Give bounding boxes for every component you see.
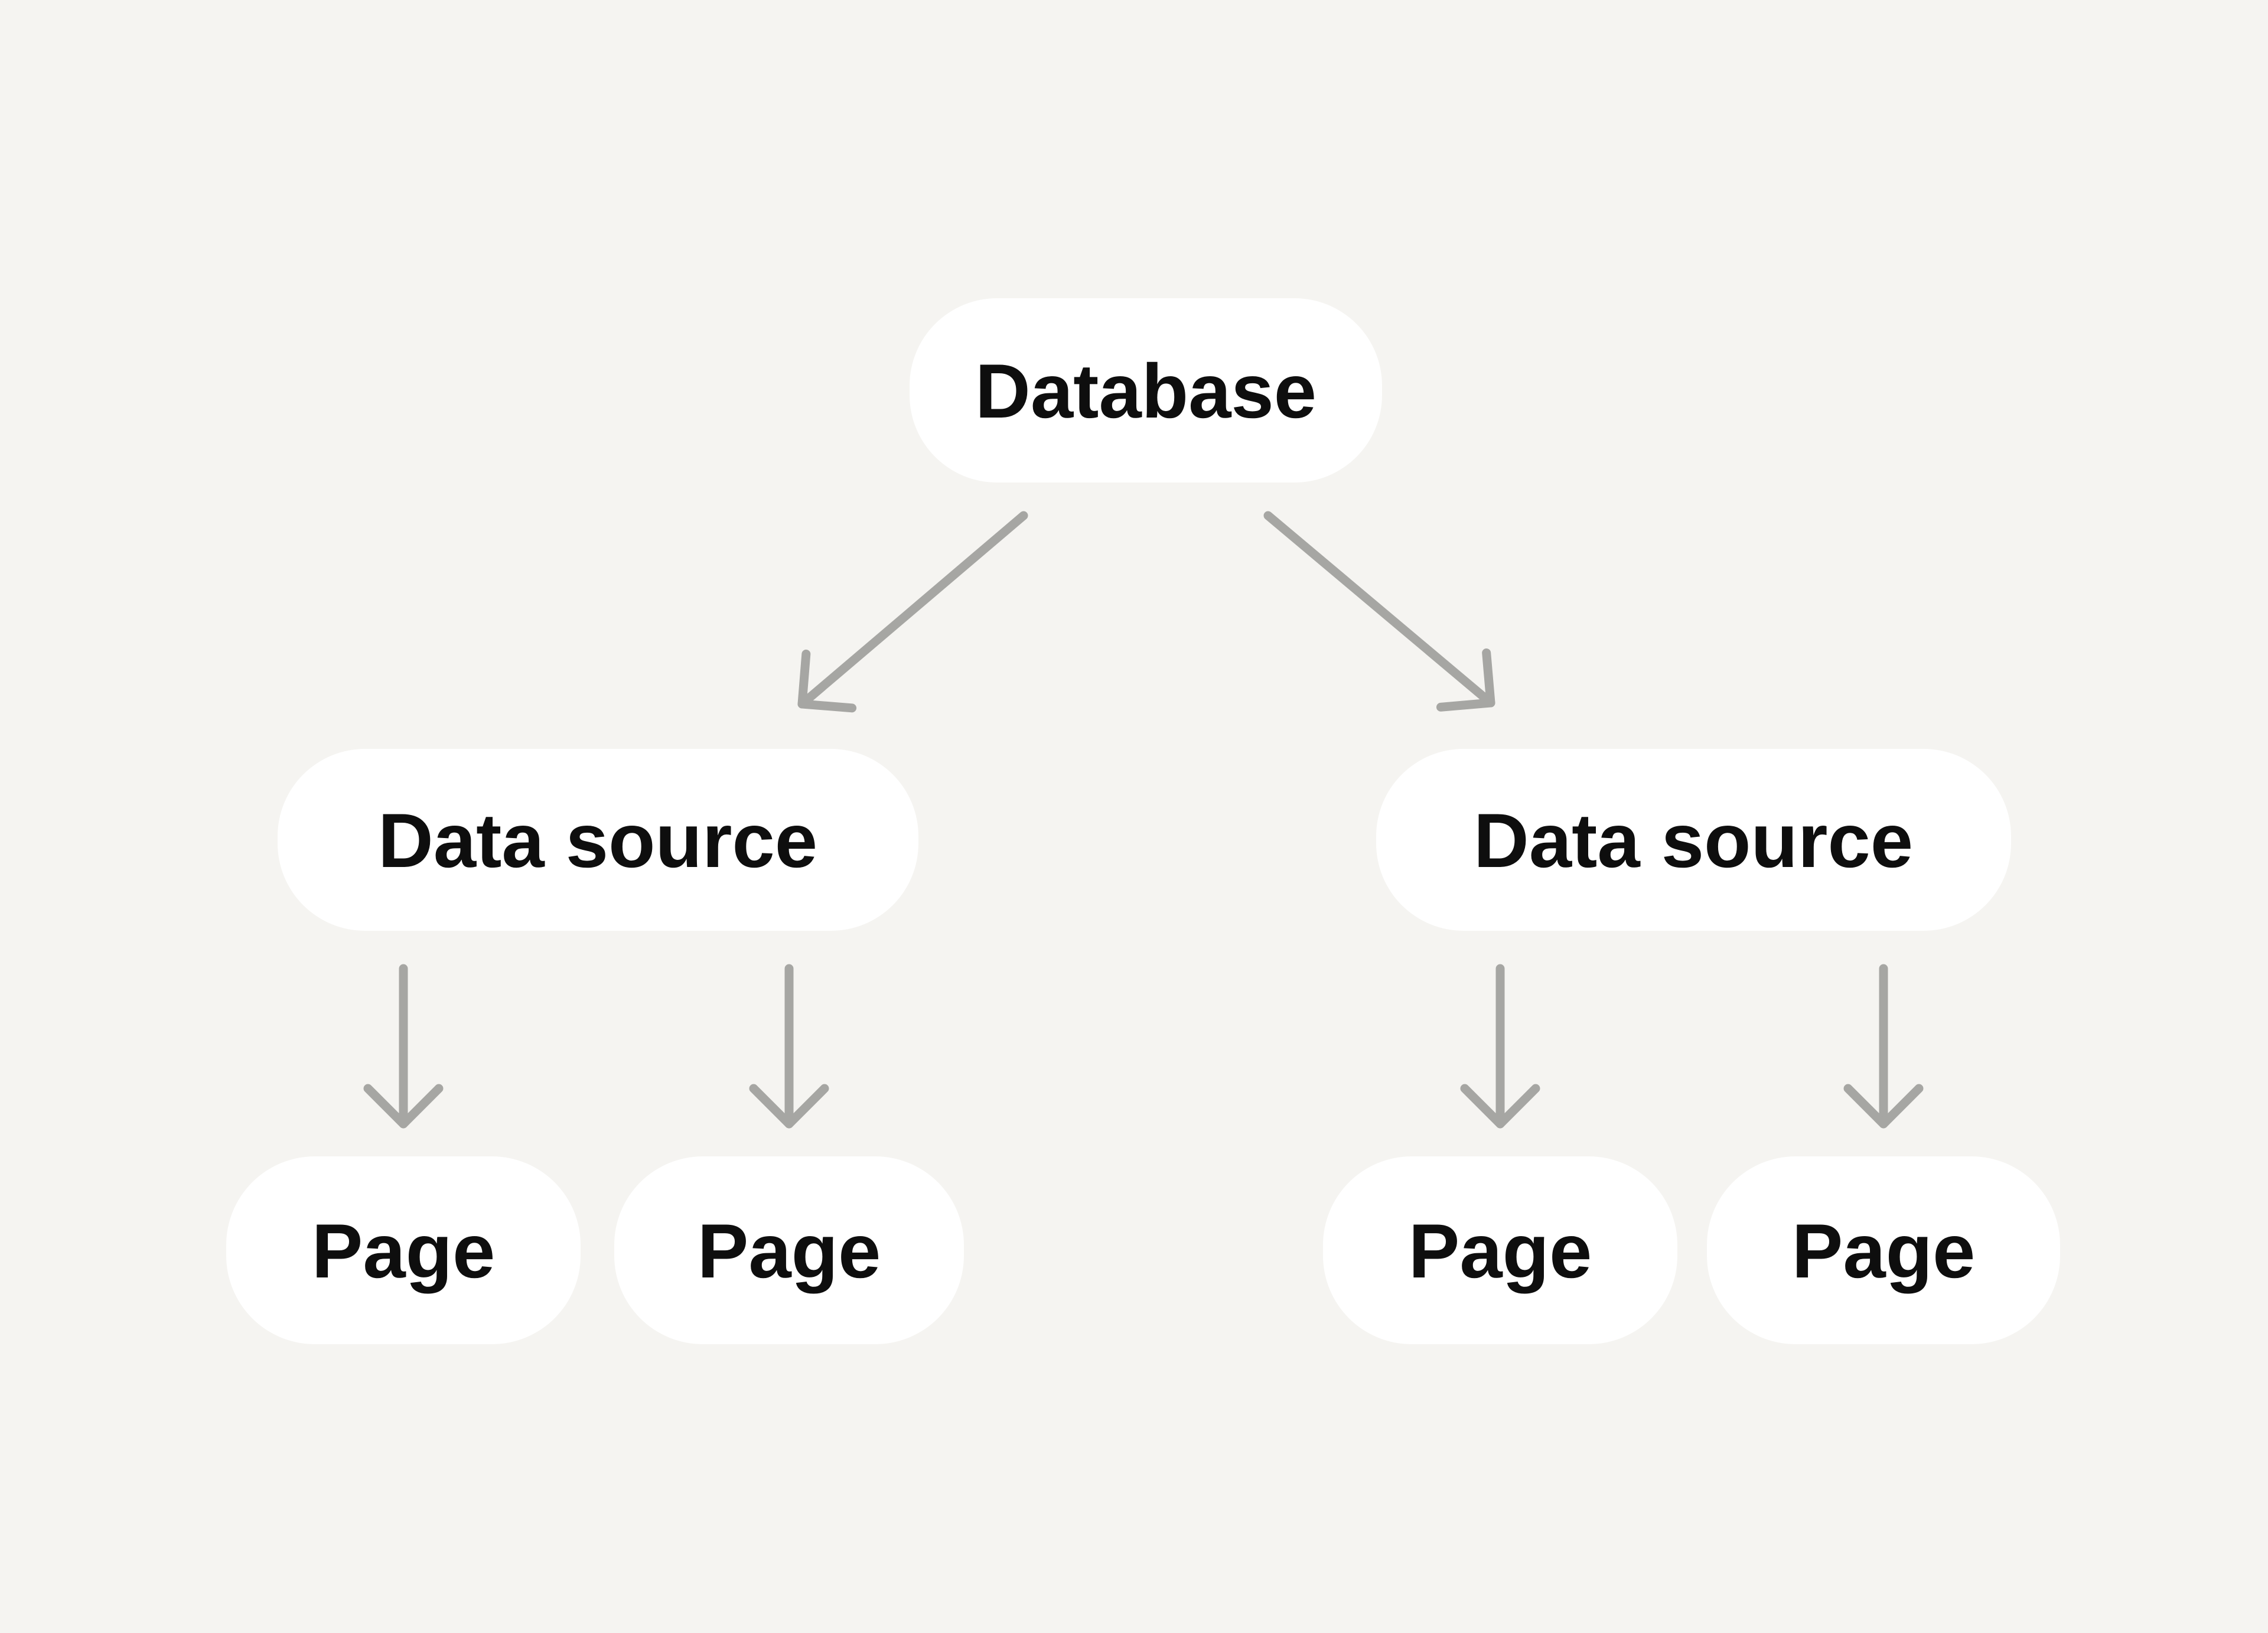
- arrow-database-to-data-source-right: [1263, 511, 1495, 712]
- page-2-node: Page: [614, 1156, 964, 1344]
- page-3-node-label: Page: [1409, 1208, 1592, 1294]
- data-source-left-node-label: Data source: [378, 797, 817, 884]
- data-source-right-node-pill: [1376, 749, 2011, 931]
- page-4-node-label: Page: [1792, 1208, 1976, 1294]
- database-node-label: Database: [975, 348, 1317, 434]
- page-1-node-label: Page: [312, 1208, 496, 1294]
- page-1-node: Page: [226, 1156, 581, 1344]
- page-4-node: Page: [1707, 1156, 2060, 1344]
- page-2-node-pill: [614, 1156, 964, 1344]
- page-1-node-pill: [226, 1156, 581, 1344]
- arrow-database-to-data-source-left: [797, 511, 1028, 713]
- data-source-right-node: Data source: [1376, 749, 2011, 931]
- database-node: Database: [910, 298, 1382, 483]
- data-source-right-node-label: Data source: [1474, 797, 1913, 884]
- page-2-node-label: Page: [698, 1208, 881, 1294]
- page-3-node-pill: [1323, 1156, 1677, 1344]
- database-node-pill: [910, 298, 1382, 483]
- data-source-left-node-pill: [278, 749, 918, 931]
- page-4-node-pill: [1707, 1156, 2060, 1344]
- page-3-node: Page: [1323, 1156, 1677, 1344]
- data-source-left-node: Data source: [278, 749, 918, 931]
